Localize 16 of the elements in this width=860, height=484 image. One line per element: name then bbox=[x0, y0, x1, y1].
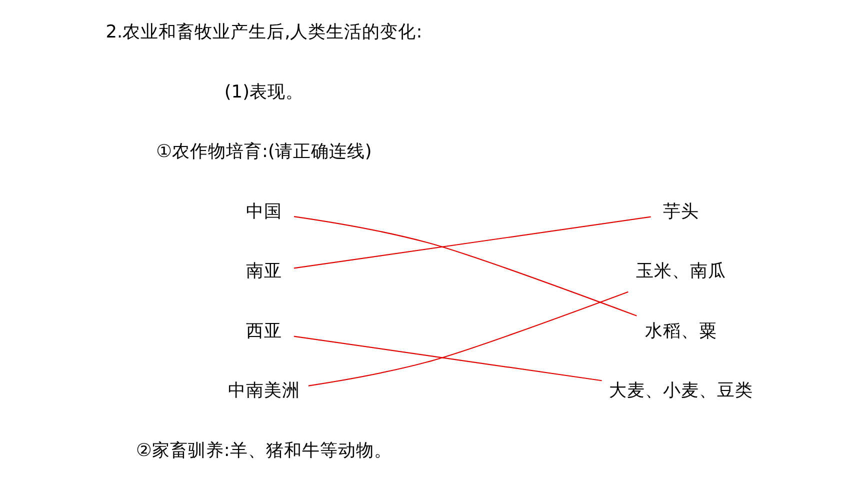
connector bbox=[293, 335, 602, 381]
node-text: 玉米、南瓜 bbox=[636, 261, 726, 282]
node-text: 中国 bbox=[245, 201, 282, 222]
node-text: 西亚 bbox=[245, 320, 282, 341]
connector bbox=[308, 290, 628, 386]
label: (1)表现。 bbox=[224, 82, 303, 102]
node-text: 水稻、粟 bbox=[644, 320, 717, 341]
node-text: 中南美洲 bbox=[227, 380, 300, 401]
node-text: 南亚 bbox=[245, 261, 282, 282]
label: 2.农业和畜牧业产生后,人类生活的变化: bbox=[105, 22, 422, 42]
node-text: 芋头 bbox=[662, 201, 699, 222]
connector bbox=[293, 216, 650, 268]
label: ②家畜驯养:羊、猪和牛等动物。 bbox=[136, 440, 392, 460]
label: ①农作物培育:(请正确连线) bbox=[156, 142, 372, 162]
node-text: 大麦、小麦、豆类 bbox=[608, 380, 753, 401]
connector bbox=[293, 216, 636, 316]
